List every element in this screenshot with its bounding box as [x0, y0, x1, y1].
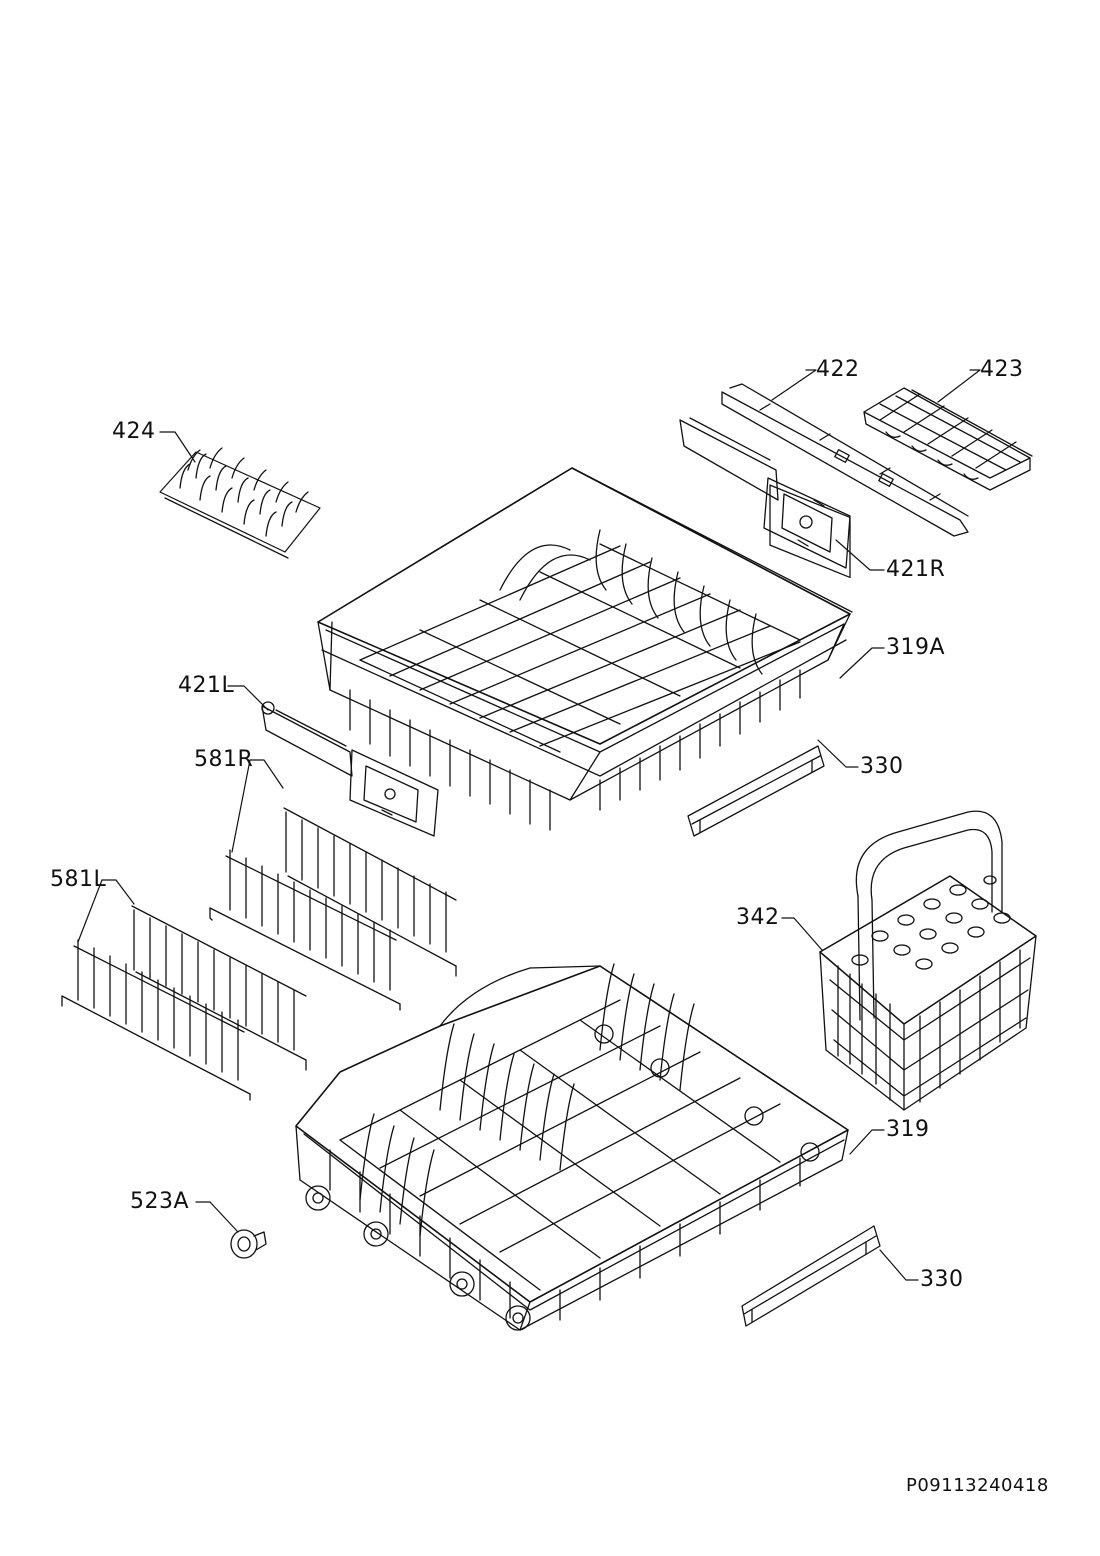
upper-basket-319A — [318, 468, 852, 830]
part-label-523A: 523A — [130, 1189, 190, 1214]
document-number: P09113240418 — [906, 1475, 1049, 1496]
part-label-422: 422 — [816, 357, 860, 382]
part-label-342: 342 — [736, 905, 780, 930]
part-label-421L: 421L — [178, 673, 235, 698]
strip-330-lower — [742, 1226, 880, 1326]
tine-rack-581R — [210, 808, 456, 1010]
lower-basket-319 — [296, 964, 848, 1330]
height-adjuster-421L — [262, 702, 438, 836]
part-label-319A: 319A — [886, 635, 946, 660]
strip-330-upper — [688, 746, 824, 836]
part-label-424: 424 — [112, 419, 156, 444]
cup-rack-insert-424 — [160, 448, 320, 558]
part-label-330-upper: 330 — [860, 754, 904, 779]
part-label-319: 319 — [886, 1117, 930, 1142]
cutlery-basket-342 — [820, 811, 1036, 1110]
rail-422 — [722, 384, 968, 536]
part-label-581L: 581L — [50, 867, 107, 892]
part-label-421R: 421R — [886, 557, 946, 582]
leader-lines — [78, 370, 980, 1280]
tine-rack-581L — [62, 906, 306, 1100]
part-label-423: 423 — [980, 357, 1024, 382]
wheel-523A — [231, 1230, 266, 1258]
part-label-330-lower: 330 — [920, 1267, 964, 1292]
height-adjuster-421R — [680, 418, 850, 577]
part-label-581R: 581R — [194, 747, 254, 772]
folding-shelf-423 — [864, 388, 1032, 490]
